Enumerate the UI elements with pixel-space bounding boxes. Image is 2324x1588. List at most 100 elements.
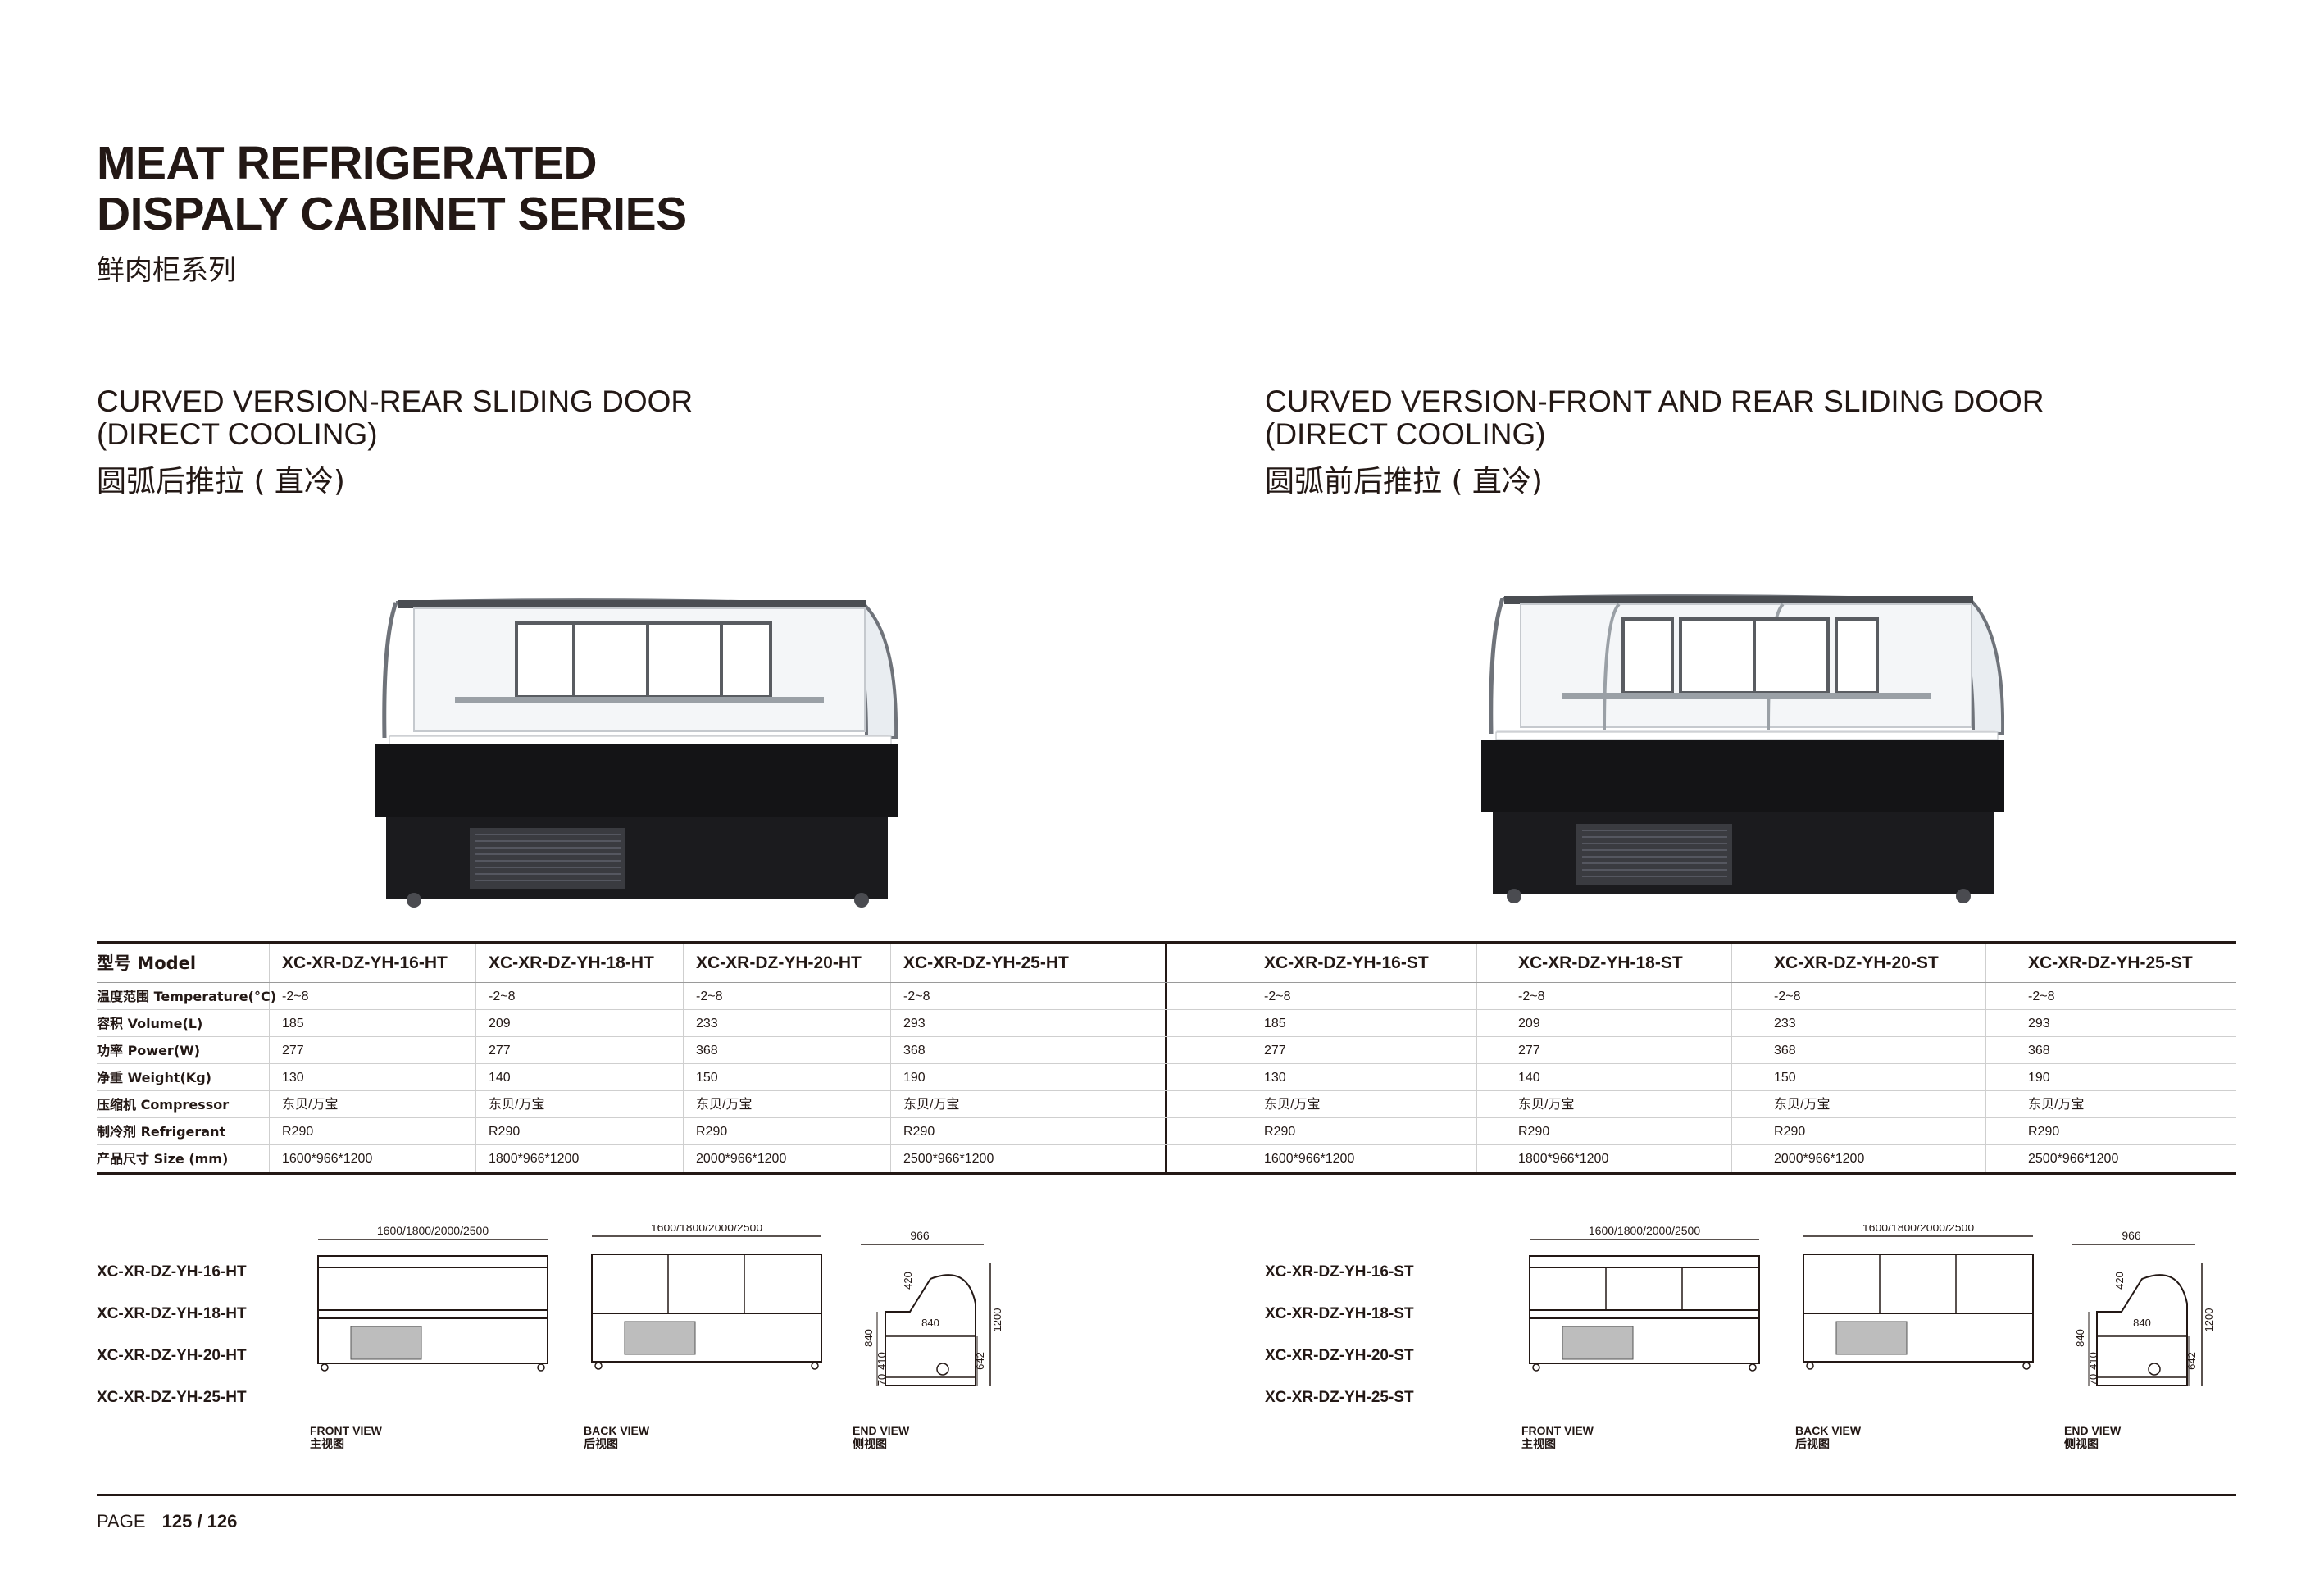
col-line: [475, 944, 476, 1172]
spec-cell-weight: 150: [1774, 1071, 1796, 1085]
col-line: [1476, 944, 1477, 1172]
spec-cell-power: 368: [696, 1044, 718, 1058]
spec-cell-model: XC-XR-DZ-YH-20-ST: [1774, 953, 1939, 972]
end-profile: [885, 1274, 976, 1386]
spec-cell-temp: -2~8: [282, 990, 309, 1003]
spec-cell-refrigerant: R290: [282, 1125, 314, 1139]
spec-cell-power: 277: [282, 1044, 304, 1058]
drawing-model-name: XC-XR-DZ-YH-16-HT: [97, 1263, 247, 1281]
drawing-model-name: XC-XR-DZ-YH-25-ST: [1265, 1389, 1414, 1406]
wheel: [537, 1363, 545, 1372]
spec-cell-refrigerant: R290: [489, 1125, 521, 1139]
spec-cell-weight: 140: [1518, 1071, 1540, 1085]
front-view-drawing: 1600/1800/2000/2500: [317, 1226, 548, 1372]
spec-cell-refrigerant: R290: [903, 1125, 935, 1139]
spec-cell-refrigerant: R290: [1518, 1125, 1550, 1139]
spec-cell-volume: 209: [1518, 1017, 1540, 1031]
back-view-caption-cn: 后视图: [1795, 1438, 1830, 1451]
end-profile: [2096, 1274, 2188, 1386]
section-title-right: CURVED VERSION-FRONT AND REAR SLIDING DO…: [1265, 385, 2044, 498]
col-line: [1731, 944, 1732, 1172]
section-left-line2: (DIRECT COOLING): [97, 417, 378, 451]
col-line: [890, 944, 891, 1172]
spec-cell-volume: 233: [696, 1017, 718, 1031]
cabinet-base: [317, 1317, 548, 1364]
spec-cell-size: 2500*966*1200: [903, 1152, 994, 1166]
spec-cell-refrigerant: R290: [2028, 1125, 2060, 1139]
cabinet-glass: [317, 1267, 548, 1311]
spec-cell-size: 1600*966*1200: [282, 1152, 373, 1166]
length-dimension: 1600/1800/2000/2500: [1862, 1225, 1974, 1234]
spec-cell-size: 2000*966*1200: [1774, 1152, 1865, 1166]
dim-840-vertical: 840: [2074, 1329, 2086, 1347]
front-view-caption-en: FRONT VIEW: [1521, 1424, 1594, 1437]
depth-dimension: 966: [910, 1230, 930, 1242]
end-view-caption-en: END VIEW: [853, 1424, 910, 1437]
front-view-caption-cn: 主视图: [1521, 1438, 1556, 1451]
cabinet-glass: [1529, 1267, 1760, 1311]
back-view-drawing: 1600/1800/2000/2500: [1803, 1225, 2034, 1370]
section-left-line1: CURVED VERSION-REAR SLIDING DOOR: [97, 384, 694, 418]
dim-1200: 1200: [2203, 1308, 2215, 1332]
wheel: [811, 1362, 819, 1370]
spec-cell-compressor: 东贝/万宝: [282, 1098, 339, 1112]
wheel: [1749, 1363, 1757, 1372]
cabinet-rear-doors: [1803, 1254, 2034, 1314]
col-line: [1985, 944, 1986, 1172]
spec-cell-model: XC-XR-DZ-YH-20-HT: [696, 953, 862, 972]
dim-642: 642: [2185, 1352, 2198, 1370]
spec-cell-weight: 140: [489, 1071, 511, 1085]
end-view-caption-en: END VIEW: [2064, 1424, 2122, 1437]
wheel: [321, 1363, 329, 1372]
cabinet-deck: [1529, 1309, 1760, 1319]
spec-row-label: 功率 Power(W): [97, 1043, 201, 1058]
spec-row: 温度范围 Temperature(°C)-2~8-2~8-2~8-2~8-2~8…: [97, 983, 2236, 1010]
wheel: [594, 1362, 603, 1370]
spec-row-label: 型号 Model: [97, 953, 197, 973]
front-view-drawing: 1600/1800/2000/2500: [1529, 1226, 1760, 1372]
page-title-line1: MEAT REFRIGERATED: [97, 137, 598, 189]
drawing-model-name: XC-XR-DZ-YH-16-ST: [1265, 1263, 1414, 1281]
spec-cell-volume: 293: [2028, 1017, 2050, 1031]
spec-cell-power: 277: [1264, 1044, 1286, 1058]
dim-840-horizontal: 840: [2133, 1317, 2151, 1329]
page-label: PAGE: [97, 1511, 146, 1531]
wheel: [1806, 1362, 1814, 1370]
drawing-model-name: XC-XR-DZ-YH-20-HT: [97, 1347, 247, 1364]
spec-cell-temp: -2~8: [1264, 990, 1291, 1003]
drawing-model-list-right: XC-XR-DZ-YH-16-ST XC-XR-DZ-YH-18-ST XC-X…: [1265, 1251, 1414, 1418]
cabinet-base: [1529, 1317, 1760, 1364]
spec-cell-power: 368: [2028, 1044, 2050, 1058]
end-view-caption-cn: 侧视图: [2064, 1438, 2099, 1451]
back-view-caption-en: BACK VIEW: [1795, 1424, 1862, 1437]
back-view-caption-en: BACK VIEW: [584, 1424, 650, 1437]
spec-cell-refrigerant: R290: [1264, 1125, 1296, 1139]
spec-cell-weight: 190: [2028, 1071, 2050, 1085]
spec-cell-temp: -2~8: [489, 990, 516, 1003]
compressor: [936, 1363, 949, 1376]
spec-cell-compressor: 东贝/万宝: [2028, 1098, 2085, 1112]
spec-cell-power: 368: [903, 1044, 926, 1058]
col-line: [269, 944, 270, 1172]
back-view-caption-cn: 后视图: [584, 1438, 618, 1451]
length-dimension: 1600/1800/2000/2500: [377, 1226, 489, 1237]
cabinet-deck: [317, 1309, 548, 1319]
spec-cell-power: 368: [1774, 1044, 1796, 1058]
page-subtitle-cn: 鲜肉柜系列: [97, 254, 236, 287]
section-right-line1: CURVED VERSION-FRONT AND REAR SLIDING DO…: [1265, 384, 2044, 418]
dim-1200: 1200: [991, 1308, 1003, 1332]
spec-cell-model: XC-XR-DZ-YH-25-ST: [2028, 953, 2193, 972]
dim-70: 70: [2087, 1374, 2099, 1386]
section-left-cn: 圆弧后推拉 ( 直冷): [97, 465, 345, 498]
dim-410: 410: [875, 1352, 888, 1370]
cabinet-top: [317, 1255, 548, 1268]
product-image-rear-sliding: [375, 598, 898, 908]
table-divider: [1165, 941, 1167, 1175]
page-footer: PAGE 125 / 126: [97, 1511, 237, 1532]
